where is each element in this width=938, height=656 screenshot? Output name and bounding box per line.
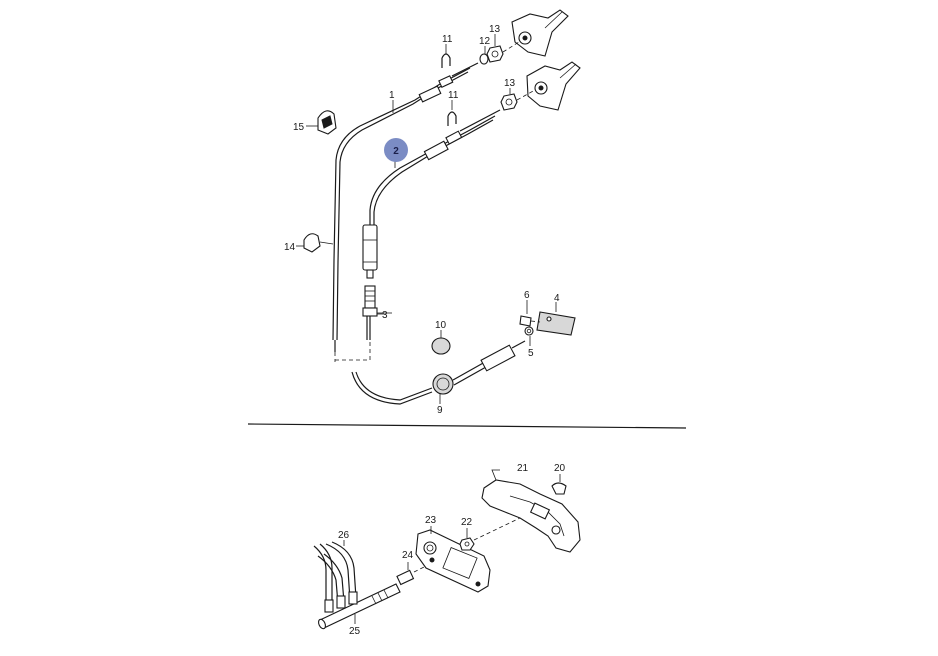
- callout-15: 15: [293, 122, 305, 133]
- part-20-grommet: [551, 474, 567, 495]
- bracket-upper: [502, 9, 569, 57]
- part-11-clip-lower: [447, 111, 457, 126]
- callout-13-lower: 13: [504, 78, 516, 89]
- callout-25: 25: [349, 626, 361, 637]
- cable-9-route: [351, 371, 433, 405]
- part-11-clip-upper: [441, 53, 451, 68]
- callout-2[interactable]: 2: [393, 146, 399, 157]
- callout-10: 10: [435, 320, 447, 331]
- callout-13-upper: 13: [489, 24, 501, 35]
- callout-20: 20: [554, 463, 566, 474]
- part-13-nut-upper: [486, 45, 504, 63]
- part-5-nut: [524, 326, 534, 336]
- bracket-lower: [516, 61, 581, 111]
- part-4-plate: [536, 311, 576, 336]
- callout-3: 3: [382, 310, 388, 321]
- cable-2: [362, 109, 501, 279]
- callout-5: 5: [528, 348, 534, 359]
- dashed-connector: [334, 342, 371, 362]
- part-24-fitting: [396, 562, 427, 586]
- callout-6: 6: [524, 290, 530, 301]
- callout-14: 14: [284, 242, 296, 253]
- callout-26: 26: [338, 530, 350, 541]
- leader-lines-top: [296, 34, 557, 404]
- part-23-plate: [415, 526, 491, 593]
- highlight-marker[interactable]: [384, 138, 408, 162]
- part-15-clip: [317, 110, 337, 135]
- callout-9: 9: [437, 405, 443, 416]
- callout-11-lower: 11: [448, 90, 459, 101]
- callout-labels: 1 3 4 5 6 9 10 11 11 12 13 13 14 15 20 2…: [284, 24, 566, 637]
- callout-21: 21: [517, 463, 529, 474]
- part-10-cap: [431, 337, 451, 355]
- part-22-nut: [459, 517, 521, 551]
- part-12-washer: [479, 53, 489, 65]
- callout-1: 1: [389, 90, 395, 101]
- part-3-threaded-end: [362, 285, 392, 340]
- callout-11-upper: 11: [442, 34, 453, 45]
- cable-1: [332, 62, 479, 352]
- part-25-shaft: [318, 583, 401, 630]
- callout-23: 23: [425, 515, 437, 526]
- callout-2-highlight[interactable]: 2: [384, 138, 408, 162]
- part-13-nut-lower: [500, 93, 518, 111]
- part-26-tubes: [313, 540, 358, 613]
- callout-22: 22: [461, 517, 473, 528]
- part-14-clip: [303, 233, 334, 253]
- section-separator: [247, 423, 687, 429]
- callout-12: 12: [479, 36, 491, 47]
- part-6-clip: [519, 315, 541, 327]
- callout-24: 24: [402, 550, 414, 561]
- part-21-bracket: [481, 469, 581, 553]
- part-9-grommet: [432, 340, 526, 395]
- callout-4: 4: [554, 293, 560, 304]
